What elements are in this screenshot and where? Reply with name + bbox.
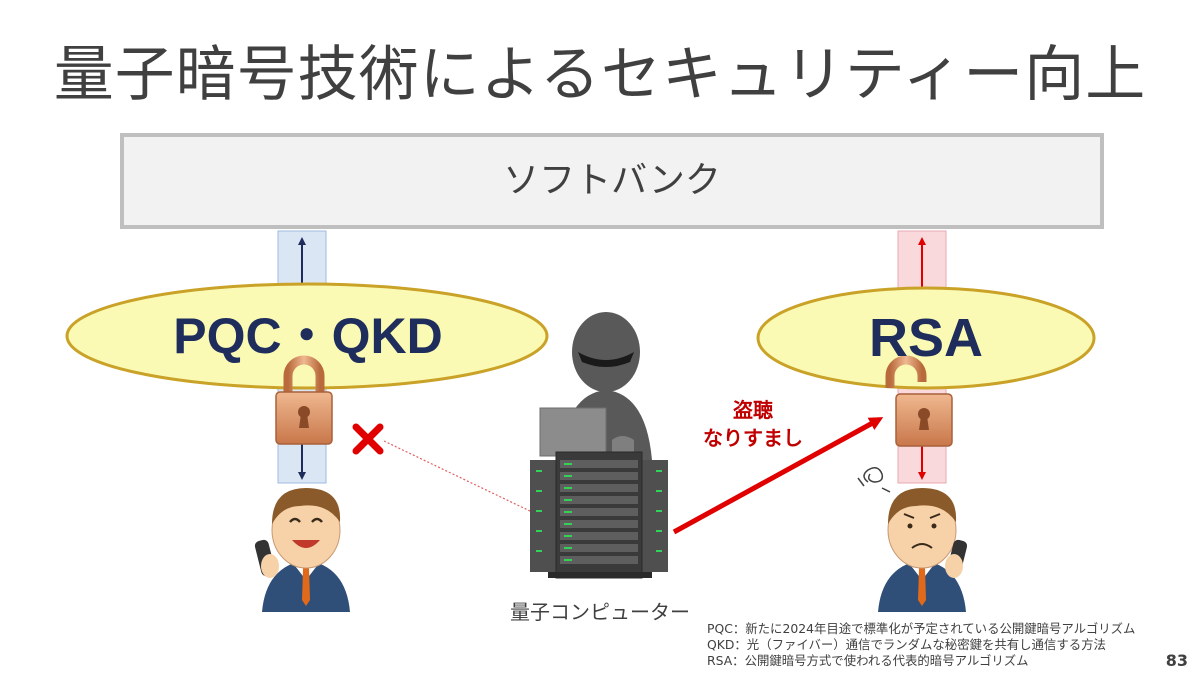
worried-user-icon (857, 467, 968, 612)
server-rack-icon (530, 451, 668, 579)
slide-title: 量子暗号技術によるセキュリティー向上 (53, 40, 1147, 110)
open-padlock-icon (885, 355, 953, 447)
pqc-qkd-ellipse (65, 282, 549, 390)
footnote-rsa: RSA：公開鍵暗号方式で使われる代表的暗号アルゴリズム (707, 653, 1029, 668)
attack-label: 盗聴 なりすまし (668, 396, 838, 452)
attack-label-line2: なりすまし (703, 426, 803, 450)
pqc-qkd-label: PQC・QKD (173, 308, 443, 364)
softbank-label: ソフトバンク (503, 160, 721, 201)
footnotes: PQC：新たに2024年目途で標準化が予定されている公開鍵暗号アルゴリズム QK… (707, 621, 1135, 669)
rsa-label: RSA (868, 308, 983, 368)
quantum-computer-label: 量子コンピューター (510, 600, 690, 624)
footnote-pqc: PQC：新たに2024年目途で標準化が予定されている公開鍵暗号アルゴリズム (707, 621, 1136, 636)
attack-arrow (672, 417, 884, 535)
red-x-icon (352, 423, 384, 455)
blocked-attack-line (383, 440, 533, 513)
footnote-qkd: QKD：光（ファイバー）通信でランダムな秘密鍵を共有し通信する方法 (707, 637, 1106, 652)
closed-padlock-icon (275, 355, 333, 445)
hacker-silhouette-icon (539, 312, 652, 460)
confusion-scribble-icon (863, 467, 884, 483)
happy-user-icon (254, 488, 350, 612)
softbank-box: ソフトバンク (120, 133, 1104, 229)
page-number: 83 (1165, 651, 1188, 670)
rsa-ellipse (756, 286, 1096, 390)
attack-label-line1: 盗聴 (733, 398, 773, 422)
